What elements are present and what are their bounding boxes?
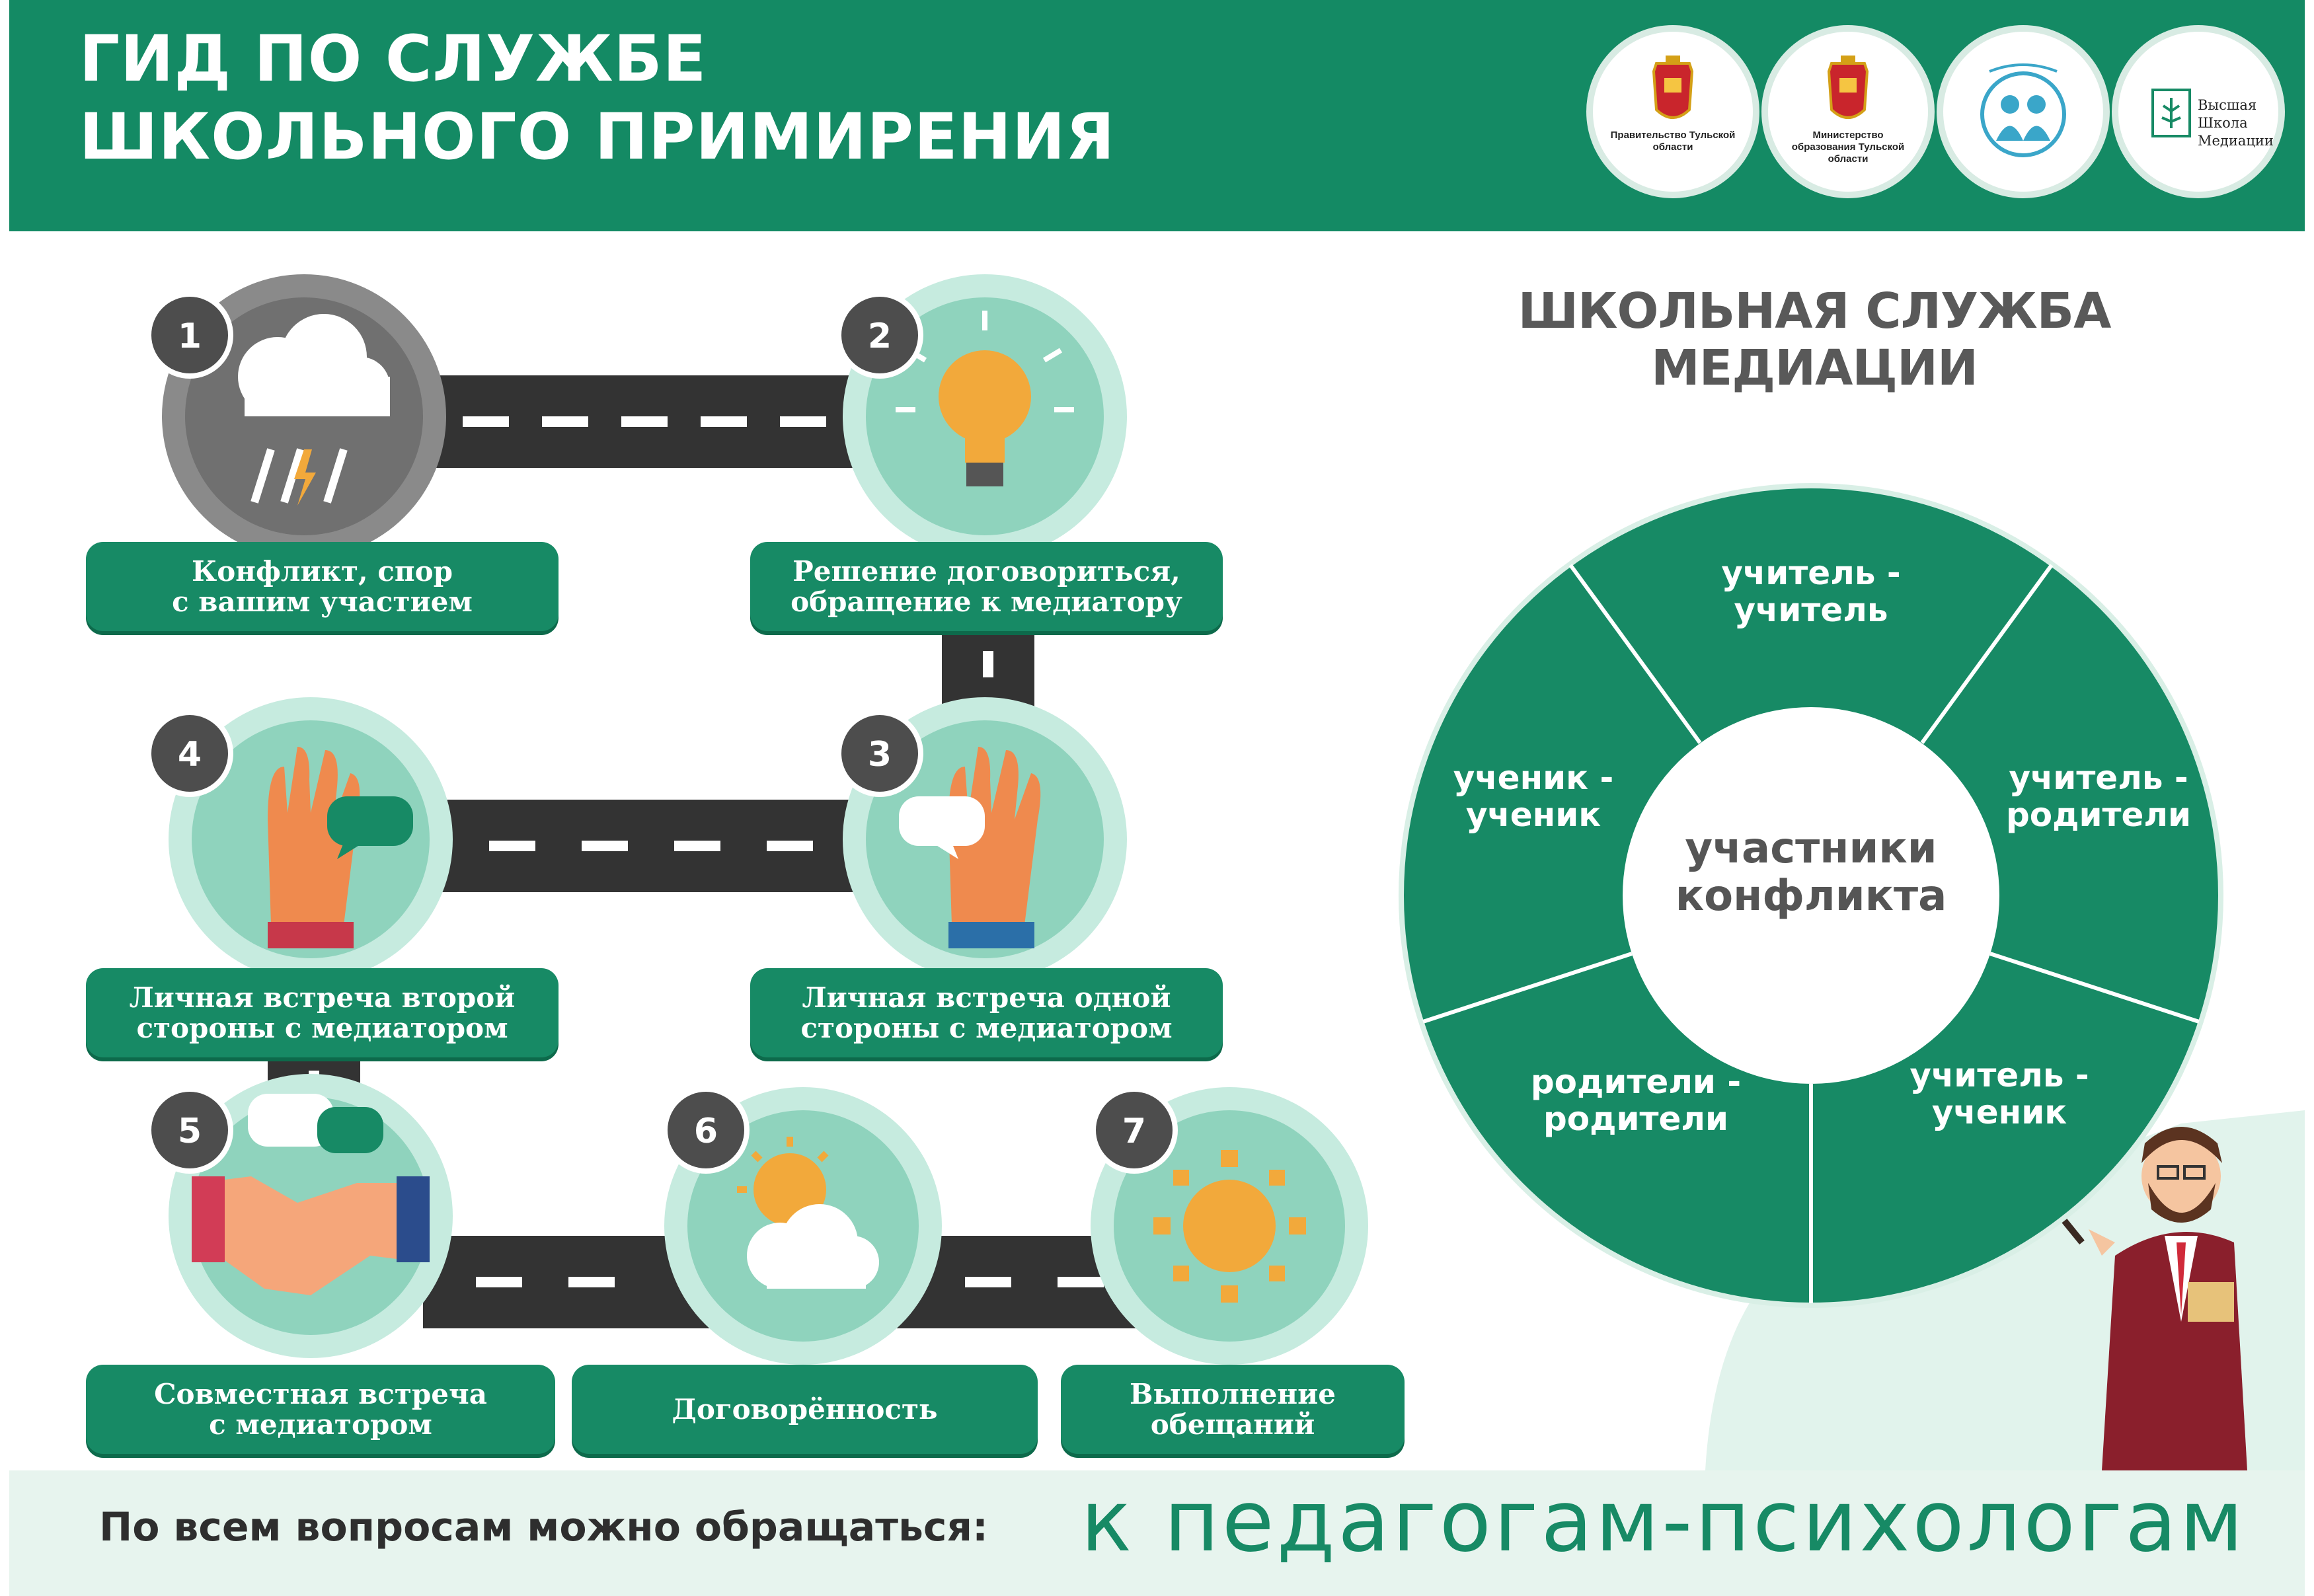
- step-1-label: Конфликт, спор с вашим участием: [86, 542, 559, 631]
- wheel-segment-label: учитель - учитель: [1721, 554, 1901, 629]
- step-3-label: Личная встреча одной стороны с медиаторо…: [750, 968, 1223, 1057]
- step-4-label: Личная встреча второй стороны с медиатор…: [86, 968, 559, 1057]
- handshake-icon: [192, 1094, 430, 1295]
- logo-caption: Министерство образования Тульской област…: [1791, 130, 1905, 165]
- footer-bar: [9, 1470, 2305, 1596]
- participants-wheel: [1399, 483, 2223, 1308]
- logo-ministry: Министерство образования Тульской област…: [1761, 25, 1935, 198]
- step-badges: [146, 291, 1178, 1174]
- step-number: 1: [178, 317, 202, 356]
- title-line-2: ШКОЛЬНОГО ПРИМИРЕНИЯ: [79, 100, 1116, 174]
- coat-of-arms-icon: [1652, 56, 1694, 119]
- wheel-segment-label: ученик - ученик: [1453, 759, 1614, 834]
- wheel-segment-label: родители - родители: [1530, 1063, 1742, 1138]
- step-7-label: Выполнение обещаний: [1061, 1365, 1405, 1454]
- raised-hand-icon: [899, 747, 1041, 948]
- wheel-segment-label: учитель - ученик: [1909, 1056, 2089, 1131]
- title-line-1: ГИД ПО СЛУЖБЕ: [79, 22, 707, 96]
- wheel-title: ШКОЛЬНАЯ СЛУЖБА МЕДИАЦИИ: [1518, 283, 2112, 397]
- logo-ombudsman: [1937, 25, 2110, 198]
- sun-icon: [1153, 1150, 1306, 1303]
- logo-mediation-school: Высшая Школа Медиации: [2112, 25, 2285, 198]
- step-number: 2: [868, 317, 892, 356]
- step-6-label: Договорённость: [572, 1365, 1038, 1454]
- logo-caption: Правительство Тульской области: [1610, 130, 1736, 153]
- wheel-center-label: участники конфликта: [1675, 824, 1947, 921]
- wheel-segment-label: учитель - родители: [2005, 759, 2192, 834]
- step-number: 7: [1122, 1112, 1146, 1151]
- logo-government: Правительство Тульской области: [1586, 25, 1759, 198]
- step-5-label: Совместная встреча с медиатором: [86, 1365, 555, 1454]
- children-emblem-icon: [1980, 63, 2066, 157]
- tree-emblem-icon: [2151, 89, 2191, 137]
- step-1-circle: [162, 274, 446, 558]
- step-number: 5: [178, 1112, 202, 1151]
- step-2-label: Решение договориться, обращение к медиат…: [750, 542, 1223, 631]
- storm-cloud-icon: [238, 314, 390, 506]
- light-bulb-icon: [896, 311, 1074, 486]
- logo-caption: Высшая Школа Медиации: [2198, 97, 2274, 149]
- raised-hand-icon: [268, 747, 413, 948]
- step-4-circle: [169, 697, 453, 981]
- step-number: 6: [694, 1112, 718, 1151]
- footer-prompt: По всем вопросам можно обращаться:: [99, 1504, 988, 1550]
- footer-contact: к педагогам-психологам: [1081, 1472, 2247, 1571]
- page-title: ГИД ПО СЛУЖБЕ ШКОЛЬНОГО ПРИМИРЕНИЯ: [79, 20, 1115, 176]
- presenter-illustration: [1705, 1110, 2305, 1470]
- step-number: 3: [868, 735, 892, 775]
- sun-cloud-icon: [737, 1137, 879, 1289]
- step-number: 4: [178, 735, 202, 775]
- coat-of-arms-icon: [1827, 56, 1869, 119]
- step-5-circle: [169, 1074, 453, 1358]
